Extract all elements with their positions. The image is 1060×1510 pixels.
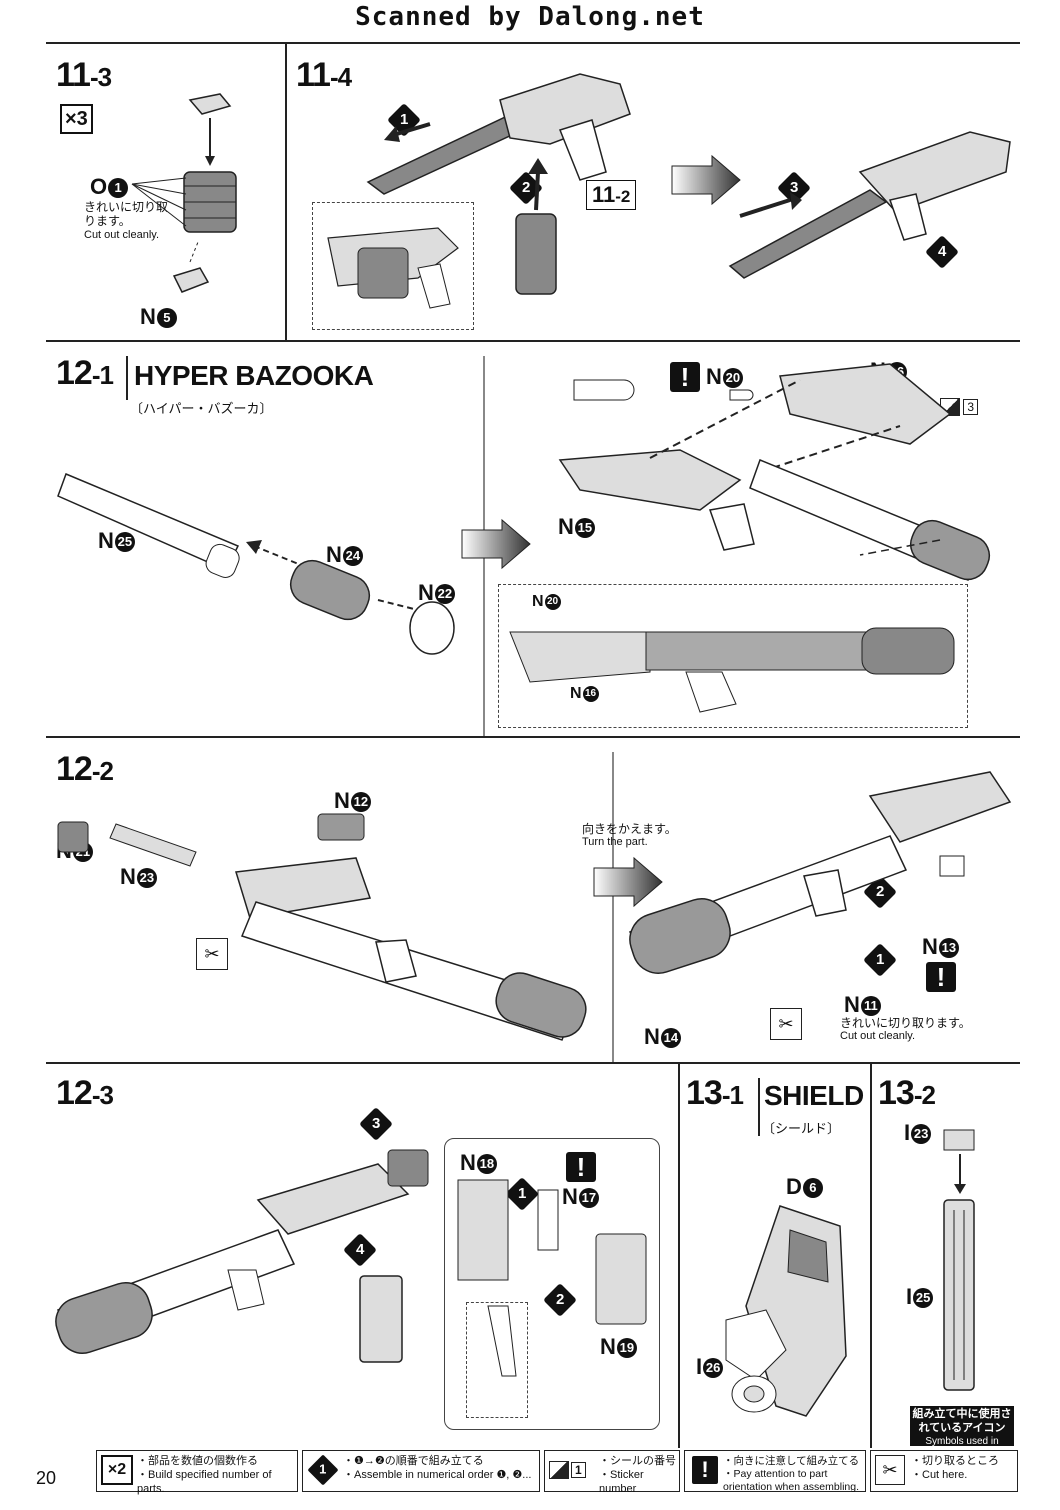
- legend-order: 1 ・❶→❷の順番で組み立てる・Assemble in numerical or…: [302, 1450, 540, 1492]
- cut-here-icon: ✂: [875, 1455, 905, 1485]
- step-arrow-11-4: [671, 154, 741, 206]
- shield-title-jp: 〔シールド〕: [762, 1121, 841, 1136]
- sticker-number-icon: 1: [549, 1455, 595, 1485]
- step-arrow-12-2: [593, 856, 663, 908]
- multiplier-icon: ×2: [101, 1455, 133, 1485]
- step-13-2-label: 13-2: [878, 1074, 936, 1112]
- divider-shield-title: [758, 1078, 760, 1136]
- inset-box-12-1: [498, 584, 968, 728]
- bazooka-inset-drawing: [509, 627, 955, 713]
- multiplier-badge: ×3: [60, 104, 93, 134]
- cut-here-icon-12-2b: ✂: [770, 1008, 802, 1040]
- hyper-bazooka-title: HYPER BAZOOKA: [134, 360, 374, 391]
- step-11-4-label: 11-4: [296, 56, 352, 94]
- orientation-warning-icon-12-2: !: [926, 962, 956, 992]
- step-12-2-label: 12-2: [56, 750, 114, 788]
- bazooka-magazine-drawing: [55, 1149, 647, 1377]
- step-12-1-label: 12-1: [56, 354, 114, 392]
- orientation-warning-icon: !: [670, 362, 700, 392]
- orientation-warning-icon-12-3: !: [566, 1152, 596, 1182]
- divider-13-1: [678, 1062, 680, 1448]
- shield-title: SHIELD: [764, 1080, 864, 1111]
- scan-credit: Scanned by Dalong.net: [355, 2, 705, 32]
- rifle-drawing-a: [366, 73, 631, 295]
- divider-12-2: [612, 752, 614, 1062]
- legend-multiplier: ×2 ・部品を数値の個数作る・Build specified number of…: [96, 1450, 298, 1495]
- legend-orientation: ! ・向きに注意して組み立てる・Pay attention to part or…: [684, 1450, 866, 1493]
- step-11-3-label: 11-3: [56, 56, 112, 94]
- hyper-bazooka-title-jp: 〔ハイパー・バズーカ〕: [130, 401, 273, 416]
- step-12-3-label: 12-3: [56, 1074, 114, 1112]
- rifle-drawing-b: [728, 131, 1011, 279]
- bazooka-assembly-drawing: [558, 363, 991, 581]
- shield-arm-drawing: [943, 1129, 975, 1391]
- order-number-icon: 1: [307, 1454, 339, 1486]
- step-arrow-12-1: [461, 518, 531, 570]
- magazine-detail-box: [444, 1138, 660, 1430]
- cut-cleanly-note-12-2: きれいに切り取ります。 Cut out cleanly.: [840, 1016, 971, 1043]
- cut-here-icon-12-2a: ✂: [196, 938, 228, 970]
- row1-rule: [46, 340, 1020, 342]
- divider-13-2: [870, 1062, 872, 1448]
- magazine-inset-box: [466, 1302, 528, 1418]
- legend-cut: ✂ ・切り取るところ・Cut here.: [870, 1450, 1018, 1492]
- page-number: 20: [36, 1468, 57, 1488]
- symbols-legend-title: 組み立て中に使用されているアイコン Symbols used in instru…: [910, 1406, 1014, 1459]
- warning-icon: !: [689, 1455, 721, 1485]
- inset-box-11-4: [312, 202, 474, 330]
- shield-drawing: [725, 1205, 847, 1417]
- bazooka-side-drawing: [57, 813, 587, 1041]
- turn-part-note: 向きをかえます。 Turn the part.: [582, 822, 677, 849]
- row2-rule: [46, 736, 1020, 738]
- step-13-1-label: 13-1: [686, 1074, 744, 1112]
- reference-step-11-2: 11-2: [586, 180, 637, 210]
- divider-11-3: [285, 42, 287, 340]
- row3-rule: [46, 1062, 1020, 1064]
- grip-part-drawing: [131, 93, 237, 293]
- bazooka-reverse-drawing: [628, 771, 1012, 974]
- cut-cleanly-note: きれいに切り取ります。 Cut out cleanly.: [84, 200, 169, 241]
- top-rule: [46, 42, 1020, 44]
- legend-sticker: 1 ・シールの番号・Sticker number: [544, 1450, 680, 1495]
- divider-12-1: [126, 356, 128, 400]
- inset-drawing-11-4: [327, 227, 459, 309]
- bazooka-barrel-drawing: [57, 473, 455, 655]
